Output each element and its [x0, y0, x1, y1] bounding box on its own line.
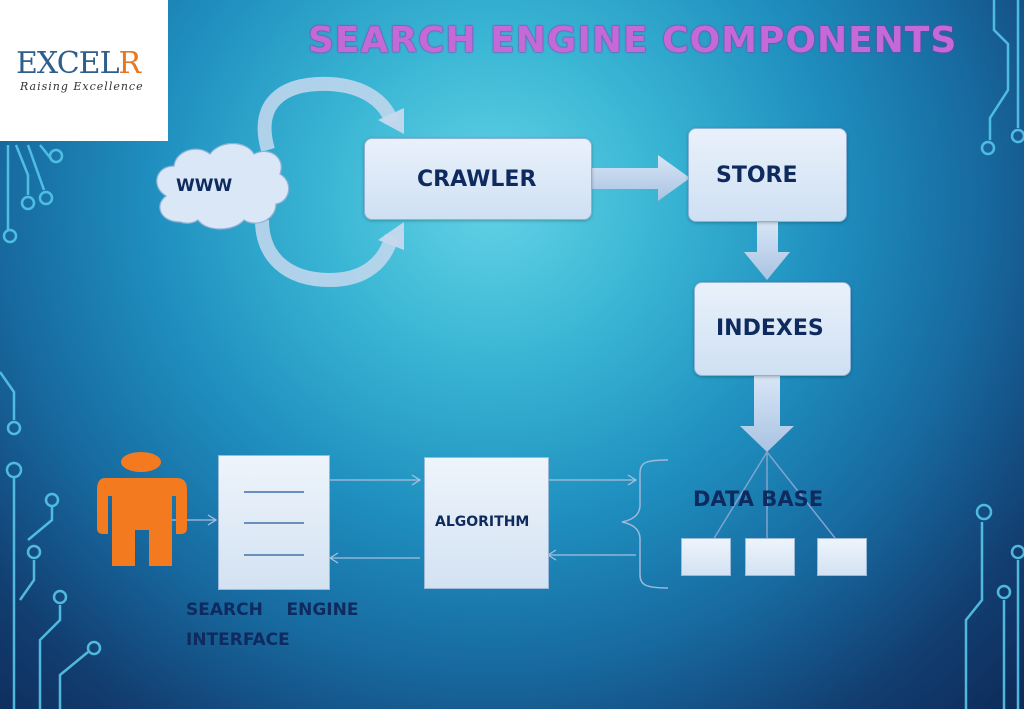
database-label: DATA BASE: [693, 487, 824, 511]
arrow-store-indexes: [744, 222, 790, 280]
algorithm-node: ALGORITHM: [424, 457, 549, 589]
crawler-label: CRAWLER: [417, 167, 537, 192]
database-brace: [621, 459, 669, 589]
store-label: STORE: [716, 163, 798, 188]
page-title: SEARCH ENGINE COMPONENTS: [308, 20, 958, 61]
loop-arrow-bottom: [255, 219, 404, 288]
search-engine-interface-label-2: INTERFACE: [186, 630, 290, 650]
database-cell: [681, 538, 731, 576]
logo-tagline: Raising Excellence: [20, 80, 144, 93]
document-line: [244, 522, 304, 524]
database-cell: [745, 538, 795, 576]
arrow-indexes-database: [740, 376, 794, 452]
search-engine-interface-box: [218, 455, 330, 590]
document-line: [244, 554, 304, 556]
indexes-label: INDEXES: [716, 316, 824, 341]
arrow-crawler-store: [592, 155, 690, 201]
www-label: WWW: [176, 176, 233, 196]
crawler-node: CRAWLER: [364, 138, 592, 220]
cloud-icon: [156, 142, 290, 230]
search-engine-interface-label-1: SEARCH ENGINE: [186, 600, 359, 620]
document-line: [244, 491, 304, 493]
loop-arrow-top: [257, 76, 404, 152]
database-cell: [817, 538, 867, 576]
algorithm-label: ALGORITHM: [435, 514, 530, 530]
logo-wordmark: EXCELR: [16, 46, 141, 81]
user-icon: [97, 452, 187, 566]
store-node: STORE: [688, 128, 847, 222]
indexes-node: INDEXES: [694, 282, 851, 376]
logo: EXCELR Raising Excellence: [0, 0, 168, 141]
